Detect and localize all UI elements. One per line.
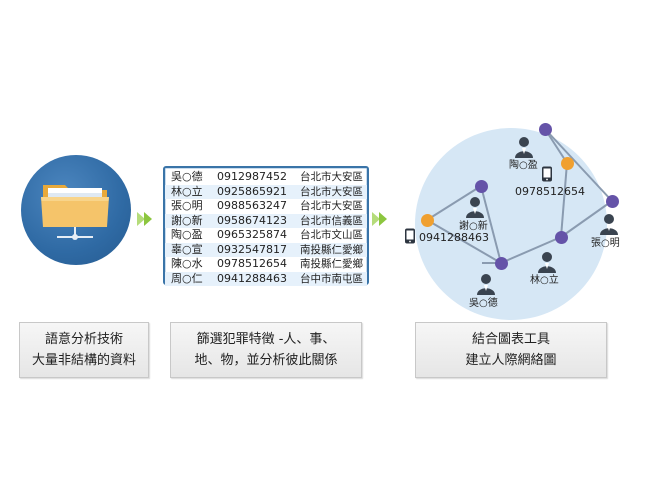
person-icon — [477, 274, 495, 295]
network-node — [475, 180, 488, 193]
step2-line1: 篩選犯罪特徵 -人、事、 — [196, 332, 336, 347]
step2-line2: 地、物，並分析彼此關係 — [194, 353, 338, 368]
network-node — [421, 214, 434, 227]
person-label: 張○明 — [591, 238, 620, 249]
network-node — [561, 157, 574, 170]
address-cell: 台中市南屯區 — [293, 271, 367, 286]
address-cell: 台北市大安區 — [293, 184, 367, 199]
person-label: 吳○德 — [469, 298, 498, 309]
arrow-right-icon — [372, 212, 387, 226]
network-share-icon — [57, 227, 93, 240]
name-cell: 林○立 — [165, 184, 215, 199]
name-cell: 陶○盈 — [171, 228, 203, 241]
person-icon — [600, 214, 618, 235]
mobile-phone-icon — [405, 228, 415, 244]
phone-label: 0978512654 — [515, 185, 585, 198]
person-icon — [515, 137, 533, 158]
phone-cell: 0988563247 — [217, 199, 287, 212]
folder-circle — [21, 155, 131, 265]
address-cell: 南投縣仁愛鄉 — [293, 242, 367, 257]
phone-label: 0941288463 — [419, 231, 489, 244]
table-row: 陳○水 0978512654 南投縣仁愛鄉 — [165, 257, 367, 272]
person-icon — [466, 197, 484, 218]
phone-cell: 0925865921 — [215, 184, 293, 199]
name-cell: 張○明 — [171, 199, 203, 212]
address-cell: 台北市大安區 — [300, 171, 363, 183]
phone-cell: 0941288463 — [215, 271, 293, 286]
table-row: 張○明 0988563247 台北市大安區 — [165, 199, 367, 214]
network-node — [495, 257, 508, 270]
step2-caption: 篩選犯罪特徵 -人、事、 地、物，並分析彼此關係 — [170, 322, 362, 378]
step1-line1: 語意分析技術 — [44, 332, 123, 347]
table-row: 陶○盈 0965325874 台北市文山區 — [165, 228, 367, 243]
name-cell: 陳○水 — [171, 257, 203, 270]
mobile-phone-icon — [542, 166, 552, 182]
step3-caption: 結合圖表工具 建立人際網絡圖 — [415, 322, 607, 378]
network-node — [539, 123, 552, 136]
network-node — [606, 195, 619, 208]
person-label: 林○立 — [530, 275, 559, 286]
step3-line1: 結合圖表工具 — [471, 332, 550, 347]
address-cell: 台北市文山區 — [300, 229, 363, 241]
phone-cell: 0978512654 — [217, 257, 287, 270]
phone-cell: 0958674123 — [215, 213, 293, 228]
name-cell: 謝○新 — [165, 213, 215, 228]
phone-cell: 0965325874 — [217, 228, 287, 241]
arrow-right-icon — [137, 212, 152, 226]
person-label: 謝○新 — [459, 221, 488, 232]
network-node — [555, 231, 568, 244]
address-cell: 台北市大安區 — [300, 200, 363, 212]
phone-cell: 0932547817 — [215, 242, 293, 257]
phone-cell: 0912987452 — [217, 170, 287, 183]
person-icon — [538, 252, 556, 273]
step1-caption: 語意分析技術 大量非結構的資料 — [19, 322, 149, 378]
step3-line2: 建立人際網絡圖 — [465, 353, 557, 368]
name-cell: 辜○宣 — [165, 242, 215, 257]
person-label: 陶○盈 — [509, 160, 538, 171]
address-cell: 南投縣仁愛鄉 — [300, 258, 363, 270]
step1-line2: 大量非結構的資料 — [31, 353, 136, 368]
table-row: 吳○德 0912987452 台北市大安區 — [165, 170, 367, 185]
name-cell: 周○仁 — [165, 271, 215, 286]
name-cell: 吳○德 — [171, 170, 203, 183]
folder-icon — [41, 185, 109, 240]
address-cell: 台北市信義區 — [293, 213, 367, 228]
